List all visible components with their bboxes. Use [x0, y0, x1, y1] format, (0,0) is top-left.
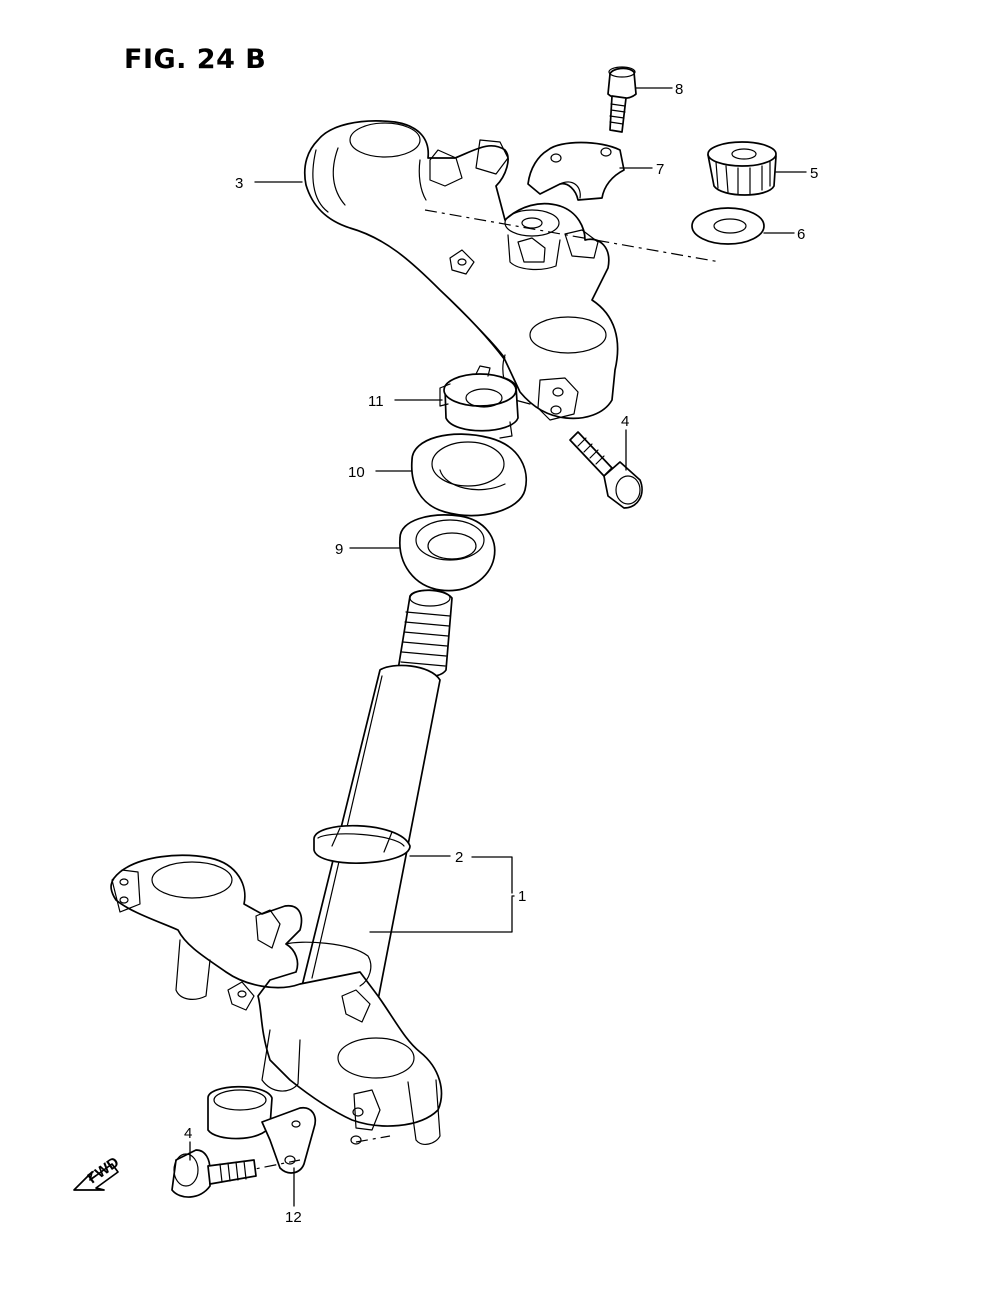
- part-8-bolt: [607, 66, 637, 133]
- figure-title: FIG. 24 B: [124, 44, 267, 75]
- callout-1: 1: [518, 888, 526, 905]
- part-12-plate: [207, 1085, 317, 1174]
- callout-4-upper: 4: [621, 413, 629, 430]
- callout-5: 5: [810, 165, 818, 182]
- callout-4-lower: 4: [184, 1125, 192, 1142]
- part-11-lock-nut: [439, 365, 519, 439]
- fwd-arrow-icon: FWD: [73, 1154, 122, 1191]
- part-lower-bracket: [110, 854, 443, 1145]
- callout-3: 3: [235, 175, 243, 192]
- part-9-bearing: [399, 514, 496, 592]
- callout-6: 6: [797, 226, 805, 243]
- callout-labels: 1 2 3 4 4 5 6 7 8 9 10 11 12: [184, 81, 818, 1226]
- part-7-clamp: [527, 141, 625, 201]
- callout-9: 9: [335, 541, 343, 558]
- callout-10: 10: [348, 464, 365, 481]
- part-3-upper-bracket: [303, 120, 619, 421]
- part-6-washer: [691, 207, 765, 245]
- callout-8: 8: [675, 81, 683, 98]
- callout-11: 11: [368, 393, 384, 410]
- part-1-steering-stem: [301, 589, 453, 1005]
- part-4-bolt-lower: [171, 1149, 257, 1198]
- callout-7: 7: [656, 161, 664, 178]
- leader-lines: [189, 87, 807, 1207]
- center-line-bottom: [239, 1135, 391, 1173]
- part-2-dust-seal: [313, 824, 411, 864]
- part-10-bearing-race: [410, 433, 527, 517]
- part-5-nut: [707, 141, 777, 196]
- callout-12: 12: [285, 1209, 302, 1226]
- part-4-bolt-upper: [569, 431, 643, 509]
- callout-2: 2: [455, 849, 463, 866]
